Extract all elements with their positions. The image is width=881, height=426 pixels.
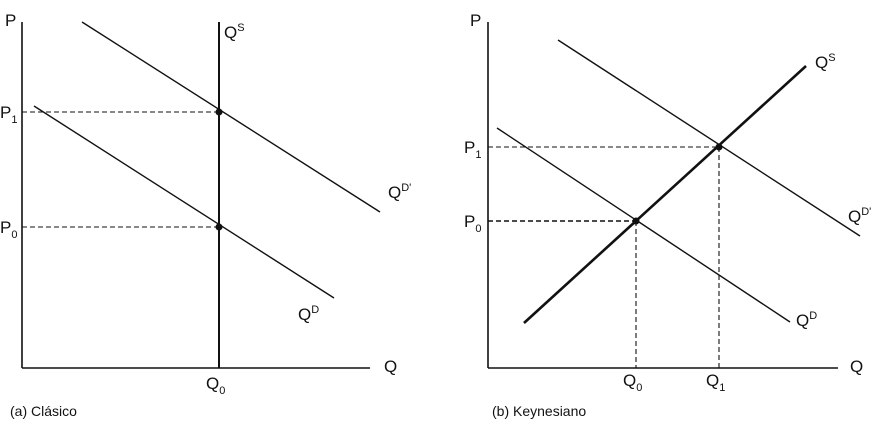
panel-b-supply-curve	[523, 65, 807, 324]
panel-a-demand-label: QD	[298, 304, 319, 324]
panel-a: P Q QS QD' QD P1 P0 Q0	[0, 11, 411, 419]
panel-b-caption: (b) Keynesiano	[492, 403, 586, 419]
panel-a-q0-label: Q0	[206, 374, 225, 397]
panel-a-demand-shifted-label: QD'	[388, 182, 411, 202]
panel-a-p1-label: P1	[0, 103, 17, 126]
panel-b-y-axis-label: P	[470, 11, 481, 30]
panel-a-caption: (a) Clásico	[10, 403, 77, 419]
panel-b: P Q QS QD' QD P1 P0	[464, 11, 871, 419]
panel-a-supply-label: QS	[224, 22, 245, 42]
panel-b-supply-label: QS	[815, 52, 836, 72]
panel-b-q0-label: Q0	[623, 371, 642, 394]
panel-b-p0-label: P0	[464, 212, 481, 235]
panel-a-equilibrium-initial	[215, 223, 223, 231]
panel-a-demand-shifted-curve	[81, 21, 381, 213]
panel-b-equilibrium-initial	[632, 217, 640, 225]
panel-b-equilibrium-new	[715, 143, 723, 151]
panel-b-p1-label: P1	[464, 138, 481, 161]
panel-a-equilibrium-new	[215, 108, 223, 116]
panel-b-demand-label: QD	[796, 310, 817, 330]
panel-a-demand-curve	[33, 105, 335, 299]
panel-a-p0-label: P0	[0, 218, 17, 241]
panel-b-demand-shifted-curve	[557, 39, 861, 237]
panel-b-x-axis-label: Q	[850, 357, 863, 376]
panel-b-q1-label: Q1	[706, 371, 725, 394]
panel-a-y-axis-label: P	[5, 11, 16, 30]
panel-b-demand-curve	[496, 127, 791, 323]
panel-b-demand-shifted-label: QD'	[848, 206, 871, 226]
panel-a-x-axis-label: Q	[384, 357, 397, 376]
